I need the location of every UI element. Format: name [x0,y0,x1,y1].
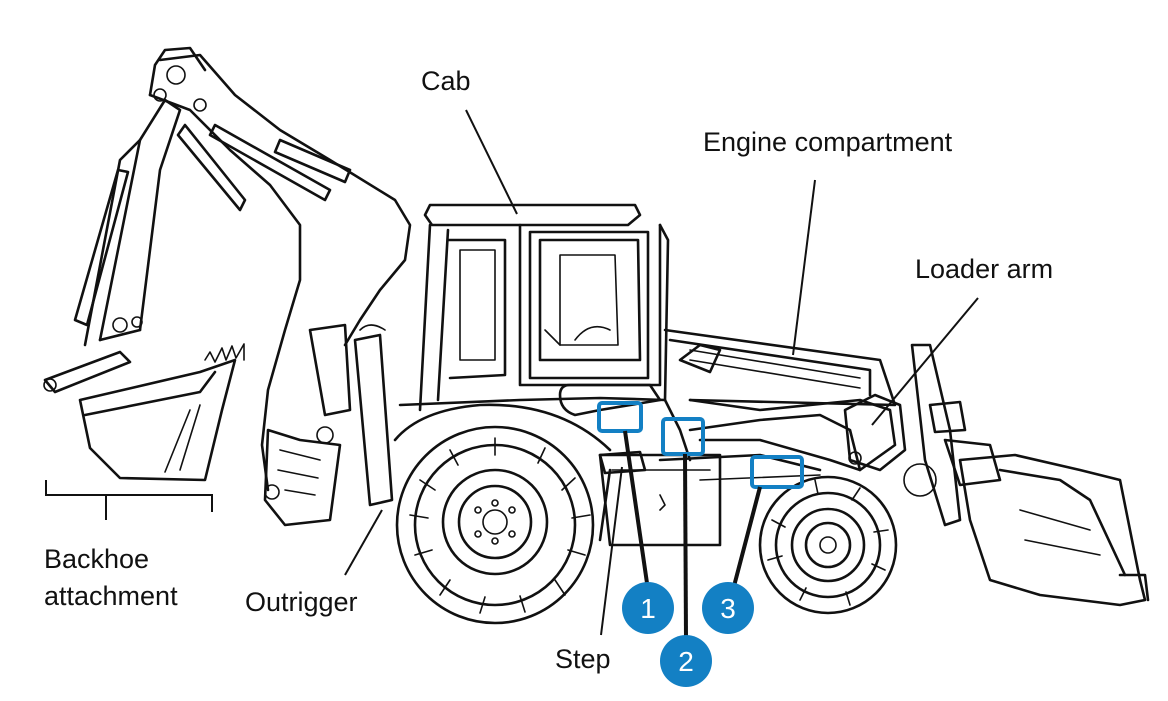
callout-bubble-3: 3 [702,582,754,634]
front-wheel-drawing [758,475,898,615]
callout-lines [623,430,762,641]
loader-arm-leader [871,297,979,426]
backhoe-bracket [45,480,213,520]
step-leader [600,466,623,636]
cab-leader [465,109,518,215]
callout-number-1: 1 [640,593,656,624]
engine-leader [792,179,816,356]
outrigger-leader [344,509,383,576]
callout-box-1 [597,401,643,433]
label-step: Step [555,644,611,674]
label-backhoe-line2: attachment [44,581,178,611]
callout-line-2 [683,453,688,641]
callout-number-2: 2 [678,646,694,677]
callout-line-3 [731,486,762,591]
leader-lines [45,109,979,636]
rear-wheel-drawing [395,425,595,625]
label-loader-arm: Loader arm [915,254,1053,284]
backhoe-attachment-drawing [43,46,412,527]
callout-number-3: 3 [720,593,736,624]
label-outrigger: Outrigger [245,587,358,617]
callout-box-2 [661,417,705,456]
callout-bubble-1: 1 [622,582,674,634]
label-backhoe-line1: Backhoe [44,544,149,574]
loader-arm-drawing [688,343,1150,607]
label-engine-compartment: Engine compartment [703,127,953,157]
label-cab: Cab [421,66,471,96]
callout-bubble-2: 2 [660,635,712,687]
callout-line-1 [623,430,650,591]
callout-box-3 [750,455,804,489]
callout-boxes [597,401,804,489]
